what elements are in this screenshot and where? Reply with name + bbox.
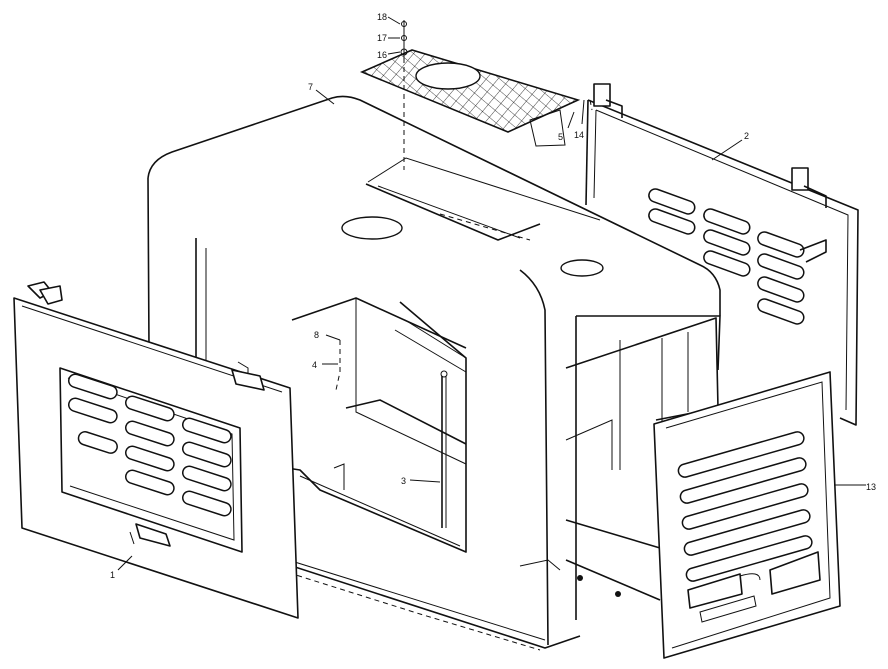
- label-17: 17: [377, 33, 387, 43]
- label-8: 8: [314, 330, 319, 340]
- fastener-stack: [400, 20, 408, 60]
- label-1: 1: [110, 570, 115, 580]
- rear-panel-slots: [677, 431, 813, 582]
- right-side-panel: [585, 83, 859, 426]
- leader-lines: [117, 16, 866, 571]
- label-18: 18: [377, 12, 387, 22]
- label-13: 13: [866, 482, 876, 492]
- label-14: 14: [574, 130, 584, 140]
- label-2: 2: [744, 131, 749, 141]
- label-4: 4: [312, 360, 317, 370]
- part-labels: 18 17 16 7 5 14 2 8 4 3 13 1: [110, 12, 876, 580]
- label-7: 7: [308, 82, 313, 92]
- right-panel-hinges: [593, 83, 827, 263]
- left-panel-slots: [68, 373, 232, 517]
- top-grille: [359, 49, 581, 147]
- rear-grille-panel: [653, 371, 841, 659]
- right-panel-slots: [648, 188, 805, 325]
- label-16: 16: [377, 50, 387, 60]
- label-5: 5: [558, 132, 563, 142]
- left-panel-latches: [27, 281, 265, 547]
- label-3: 3: [401, 476, 406, 486]
- left-door-panel: [13, 281, 299, 619]
